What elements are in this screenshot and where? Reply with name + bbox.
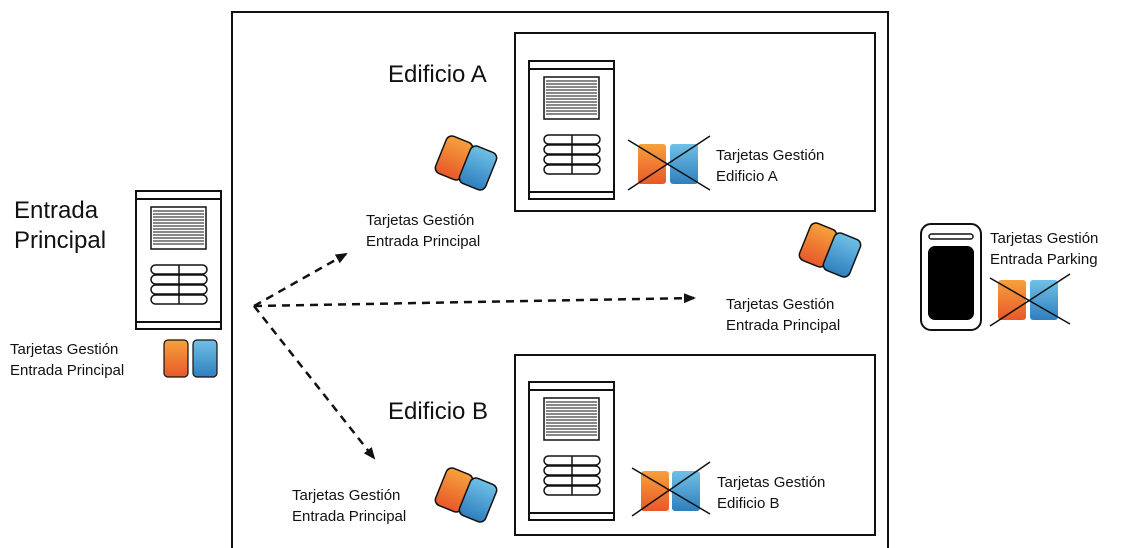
building-b-outside-cards-line1: Tarjetas Gestión — [292, 487, 401, 504]
center-cards-label: Tarjetas Gestión Entrada Principal — [726, 294, 840, 336]
parking-cards-line2: Entrada Parking — [990, 251, 1098, 268]
building-a-inside-cards-line1: Tarjetas Gestión — [716, 147, 825, 164]
main-entrance-title: Entrada Principal — [14, 196, 106, 256]
building-a-inside-cards-line2: Edificio A — [716, 168, 778, 185]
building-b-outside-cards-label: Tarjetas Gestión Entrada Principal — [292, 485, 406, 527]
parking-cards-label: Tarjetas Gestión Entrada Parking — [990, 228, 1098, 270]
main-entrance-panel — [135, 190, 222, 330]
arrow-to-building-b — [253, 305, 376, 460]
cards-building-a-outside — [432, 133, 500, 193]
building-b-inside-cards-line1: Tarjetas Gestión — [717, 474, 826, 491]
building-a-inside-cards-label: Tarjetas Gestión Edificio A — [716, 145, 824, 187]
main-entrance-title-line2: Principal — [14, 227, 107, 254]
arrow-to-center — [253, 293, 696, 308]
main-entrance-cards-line2: Entrada Principal — [10, 362, 125, 379]
parking-reader — [920, 223, 982, 331]
arrow-to-building-a — [253, 252, 348, 308]
parking-cards-line1: Tarjetas Gestión — [990, 230, 1099, 247]
crossed-cards-building-b — [631, 461, 711, 517]
building-a-outside-cards-line2: Entrada Principal — [366, 233, 481, 250]
building-a-box — [514, 32, 876, 212]
building-a-title: Edificio A — [388, 61, 487, 88]
campus-border — [231, 11, 889, 548]
building-b-outside-cards-line2: Entrada Principal — [292, 508, 407, 525]
center-cards-line1: Tarjetas Gestión — [726, 296, 835, 313]
cards-building-b-outside — [432, 465, 500, 525]
building-a-outside-cards-label: Tarjetas Gestión Entrada Principal — [366, 210, 480, 252]
center-cards-line2: Entrada Principal — [726, 317, 841, 334]
cards-main-entrance — [163, 339, 218, 378]
building-b-inside-cards-line2: Edificio B — [717, 495, 780, 512]
main-entrance-cards-line1: Tarjetas Gestión — [10, 341, 119, 358]
cards-center — [796, 220, 864, 280]
crossed-cards-parking — [989, 273, 1071, 327]
building-b-title: Edificio B — [388, 398, 489, 425]
building-a-panel — [528, 60, 615, 200]
main-entrance-title-line1: Entrada — [14, 197, 99, 224]
building-b-box — [514, 354, 876, 536]
crossed-cards-building-a — [627, 135, 711, 191]
main-entrance-cards-label: Tarjetas Gestión Entrada Principal — [10, 339, 124, 381]
building-b-panel — [528, 381, 615, 521]
building-a-outside-cards-line1: Tarjetas Gestión — [366, 212, 475, 229]
building-b-inside-cards-label: Tarjetas Gestión Edificio B — [717, 472, 825, 514]
